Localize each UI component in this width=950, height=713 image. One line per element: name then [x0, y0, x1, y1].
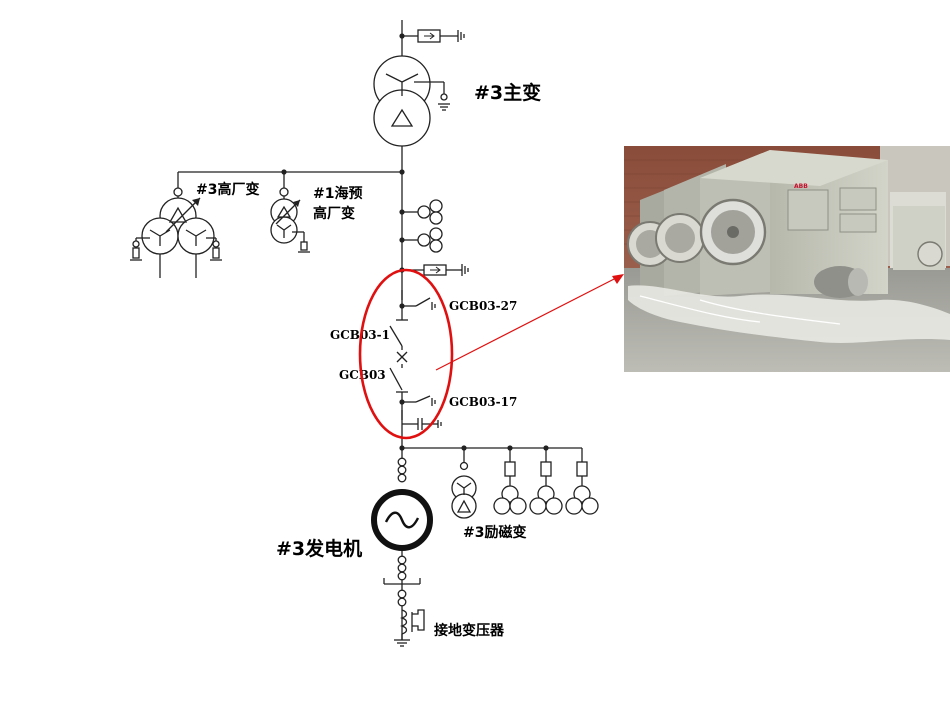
grounding-transformer-label: 接地变压器: [434, 622, 505, 639]
excitation-branch: [399, 445, 599, 519]
excitation-transformer-label: #3励磁变: [463, 524, 526, 541]
haiyu-transformer-label-line2: 高厂变: [313, 205, 355, 222]
haiyu-transformer: [270, 187, 310, 253]
current-transformers-lower: [383, 555, 421, 607]
abb-logo: ABB: [794, 183, 808, 190]
equipment-photo: ABB: [624, 146, 950, 372]
plant-transformer-branch: [177, 169, 405, 190]
callout-arrow: [435, 274, 624, 371]
high-plant-transformer-label: #3高厂变: [196, 181, 259, 198]
gcb-highlight-ellipse: [358, 268, 454, 440]
generator-label: #3发电机: [276, 537, 362, 560]
current-transformers-upper: [397, 457, 407, 483]
generator: [371, 489, 433, 551]
gcb-ground-switch-lower-label: GCB03-17: [449, 395, 517, 409]
grounding-transformer: [394, 609, 425, 647]
high-plant-transformer: [130, 187, 222, 278]
voltage-transformers-upper: [399, 199, 443, 253]
haiyu-transformer-label-line1: #1海预: [313, 185, 362, 202]
main-transformer: [373, 55, 450, 147]
generator-circuit-breaker: [389, 290, 442, 430]
main-transformer-label: #3主变: [474, 81, 541, 104]
gcb-ground-switch-upper-label: GCB03-27: [449, 299, 517, 313]
surge-arrester-top: [399, 29, 465, 43]
